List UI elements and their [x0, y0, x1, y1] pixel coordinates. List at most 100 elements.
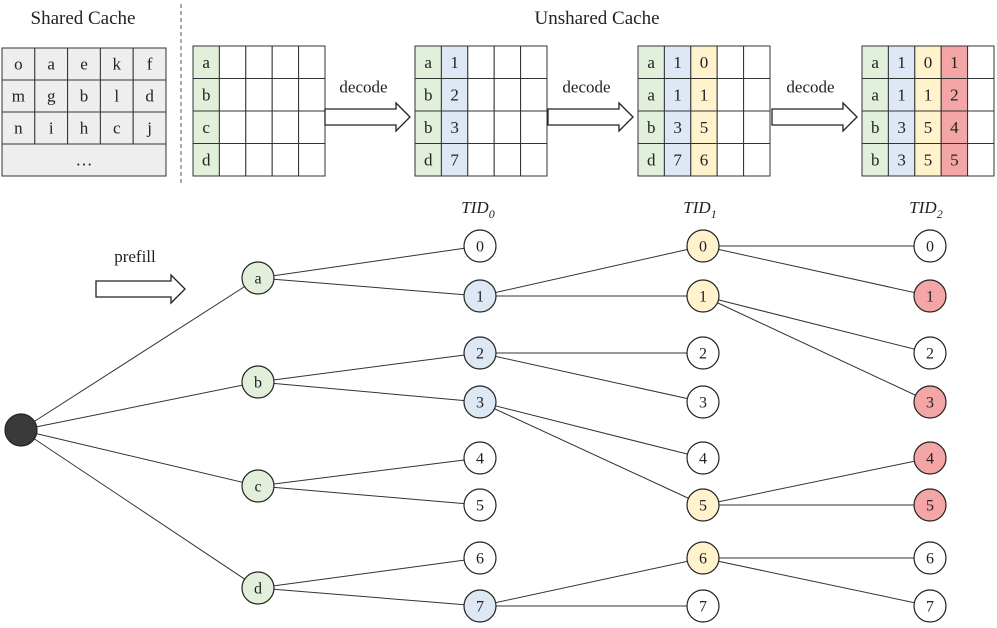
- cache-cell: [520, 45, 548, 79]
- cache-cell-text: 4: [950, 118, 959, 137]
- cache-cell: [743, 45, 771, 79]
- cache-cell-text: 0: [700, 53, 709, 72]
- tree-node-label: 2: [926, 346, 934, 363]
- cache-cell: [887, 45, 916, 79]
- cache-cell-text: 1: [924, 85, 933, 104]
- shared-cache-cell-text: l: [114, 87, 119, 106]
- tree-edge: [20, 381, 259, 431]
- cache-cell-text: 5: [950, 150, 959, 169]
- shared-cache-more-row: [1, 143, 167, 177]
- tree-edge: [257, 352, 481, 383]
- cache-cell-text: a: [647, 53, 655, 72]
- cache-cell: [493, 45, 522, 79]
- tid-label-1: TID1: [683, 198, 716, 221]
- tree-node-t0_5: [463, 488, 497, 522]
- cache-cell: [298, 143, 326, 177]
- tree-edge: [702, 457, 931, 506]
- cache-cell: [716, 110, 745, 144]
- cache-cell: [245, 45, 273, 79]
- tree-node-label: b: [254, 375, 262, 392]
- cache-cell: [520, 110, 548, 144]
- shared-cache-ellipsis: …: [76, 151, 93, 170]
- cache-cell-text: 1: [673, 85, 682, 104]
- tree-edge: [479, 401, 704, 459]
- cache-cell-text: a: [871, 85, 879, 104]
- cache-cell: [218, 143, 247, 177]
- cache-cell-text: c: [202, 118, 210, 137]
- cache-cell-text: 1: [897, 53, 906, 72]
- cache-cell-text: 7: [673, 150, 682, 169]
- cache-cell: [716, 78, 745, 112]
- cache-cell: [192, 143, 220, 177]
- cache-cell-text: b: [871, 150, 880, 169]
- cache-cell: [414, 143, 442, 177]
- cache-cell: [271, 143, 300, 177]
- shared-cache-cell-text: i: [49, 119, 54, 138]
- cache-cell-text: 5: [700, 118, 709, 137]
- decode-arrow-2: [547, 101, 634, 133]
- cache-cell-text: d: [424, 150, 433, 169]
- tree-node-t2_4: [913, 441, 947, 475]
- tree-node-t2_3: [913, 385, 947, 419]
- cache-cell-text: 1: [673, 53, 682, 72]
- tid-label-0: TID0: [461, 198, 494, 221]
- shared-cache-cell-text: o: [14, 55, 23, 74]
- tree-node-label: 5: [476, 498, 484, 515]
- shared-cache-cell: [132, 47, 167, 81]
- cache-cell: [861, 143, 889, 177]
- cache-cell: [663, 143, 692, 177]
- cache-cell-text: d: [647, 150, 656, 169]
- cache-cell: [743, 78, 771, 112]
- cache-cell: [967, 110, 995, 144]
- cache-cell: [467, 78, 495, 112]
- shared-cache-cell-text: j: [146, 119, 152, 138]
- shared-cache-cell-text: b: [80, 87, 89, 106]
- tree-node-t2_2: [913, 336, 947, 370]
- tree-edge: [702, 295, 931, 354]
- cache-cell-text: a: [202, 53, 210, 72]
- cache-cell-text: 5: [924, 150, 933, 169]
- cache-cell: [440, 110, 469, 144]
- cache-cell: [887, 110, 916, 144]
- shared-cache-cell-text: a: [47, 55, 55, 74]
- tree-edge: [257, 277, 481, 297]
- cache-cell: [967, 78, 995, 112]
- cache-cell: [414, 78, 442, 112]
- cache-cell: [192, 110, 220, 144]
- shared-cache-cell: [99, 111, 134, 145]
- shared-cache-title: Shared Cache: [31, 8, 136, 29]
- cache-cell: [637, 110, 665, 144]
- cache-cell-text: 3: [450, 118, 459, 137]
- cache-cell: [271, 45, 300, 79]
- tree-edge: [479, 352, 704, 403]
- tree-node-label: 1: [476, 289, 484, 306]
- cache-cell: [914, 110, 942, 144]
- cache-cell-text: 2: [450, 85, 459, 104]
- tree-node-label: d: [254, 581, 262, 598]
- cache-cell: [743, 110, 771, 144]
- cache-cell-text: b: [647, 118, 656, 137]
- cache-cell: [493, 78, 522, 112]
- tree-edge: [479, 557, 704, 607]
- tree-node-t1_1: [686, 279, 720, 313]
- cache-cell: [520, 78, 548, 112]
- tid-label-2: TID2: [909, 198, 942, 221]
- cache-cell: [493, 110, 522, 144]
- tree-edge: [479, 245, 704, 297]
- tree-node-label: 0: [476, 239, 484, 256]
- cache-cell-text: b: [424, 85, 433, 104]
- tree-node-b: [241, 365, 275, 399]
- cache-cell: [716, 45, 745, 79]
- tree-node-label: 2: [699, 346, 707, 363]
- tree-node-t2_6: [913, 541, 947, 575]
- cache-cell: [218, 45, 247, 79]
- cache-cell-text: 1: [700, 85, 709, 104]
- cache-cell: [467, 45, 495, 79]
- tree-edge: [702, 245, 931, 297]
- cache-cell: [940, 143, 969, 177]
- cache-cell: [467, 143, 495, 177]
- cache-cell: [887, 143, 916, 177]
